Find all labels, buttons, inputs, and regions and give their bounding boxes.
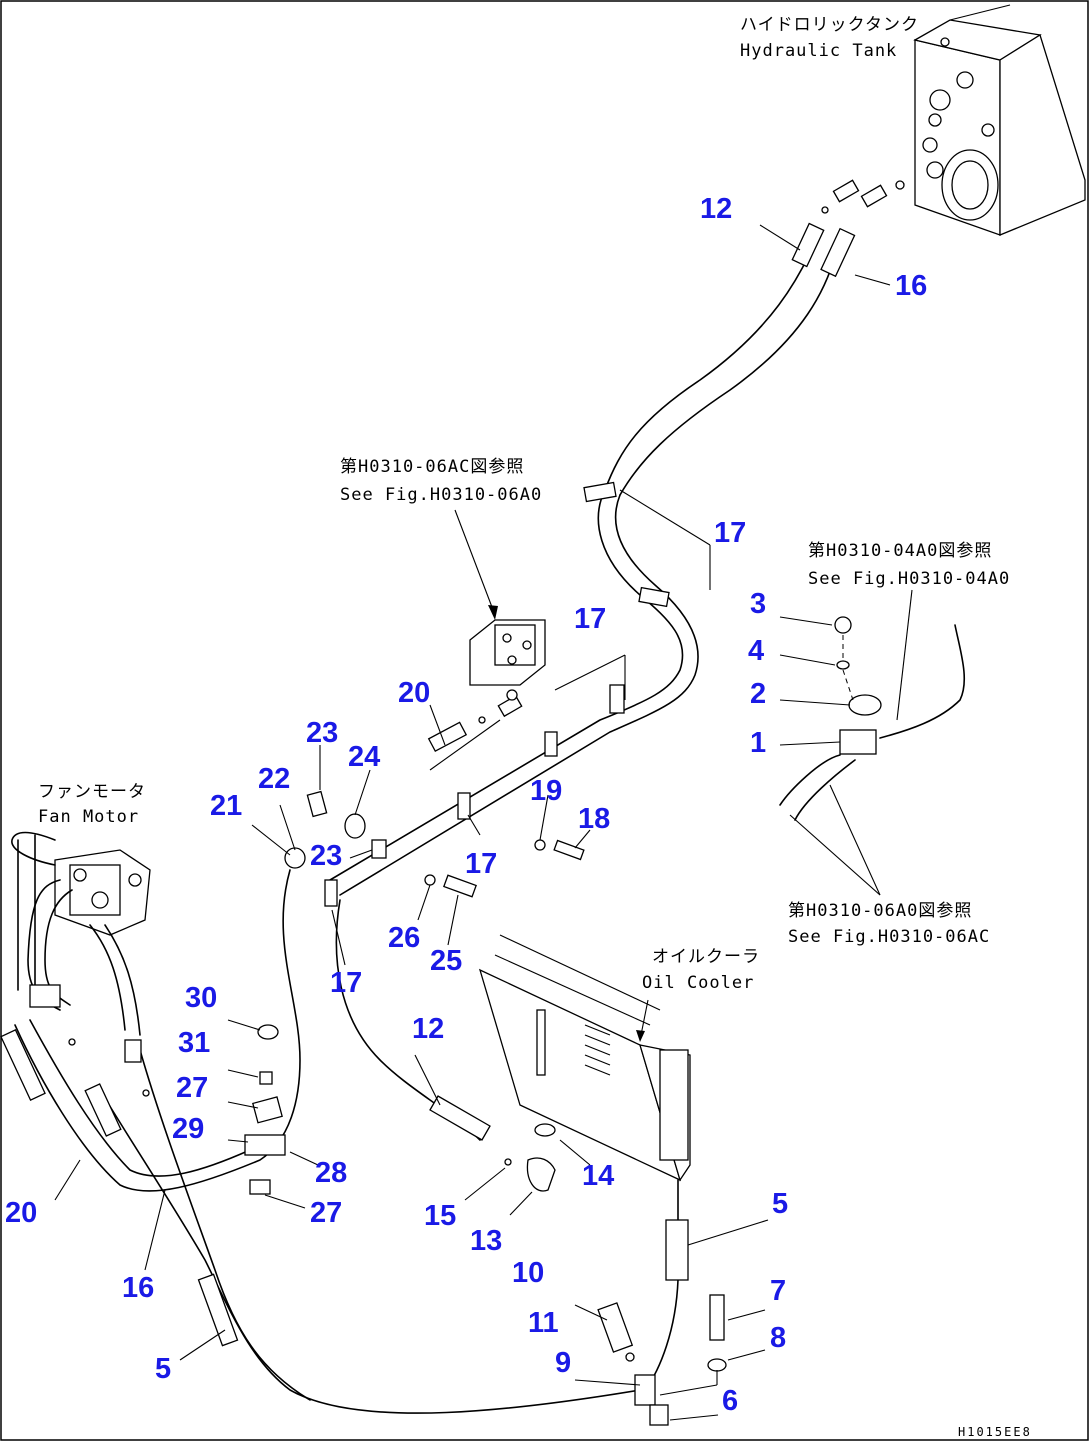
bolts-18-25 [424, 839, 585, 898]
leaders [54, 704, 591, 1361]
callout-23: 23 [310, 840, 342, 872]
fan-label-jp: ファンモータ [38, 782, 146, 802]
clamp-group-27-31 [227, 1019, 319, 1209]
leader-ref3a [789, 814, 881, 896]
callout-31: 31 [178, 1027, 210, 1059]
callout-15: 15 [424, 1200, 456, 1232]
callout-27: 27 [310, 1197, 342, 1229]
valve-block [469, 619, 546, 686]
pipe-17 [324, 481, 711, 907]
callout-26: 26 [388, 922, 420, 954]
callout-20: 20 [5, 1197, 37, 1229]
callout-23: 23 [306, 717, 338, 749]
callout-14: 14 [582, 1160, 614, 1192]
callout-9: 9 [555, 1347, 571, 1379]
callout-3: 3 [750, 588, 766, 620]
callout-6: 6 [722, 1385, 738, 1417]
clamp-13-15 [464, 1123, 591, 1216]
oil-cooler [478, 934, 691, 1182]
leader-ref1 [454, 509, 496, 616]
callout-1: 1 [750, 727, 766, 759]
ref2-en: See Fig.H0310-04A0 [808, 569, 1010, 589]
callout-21: 21 [210, 790, 242, 822]
clamp-group-1-4 [779, 616, 966, 821]
callout-7: 7 [770, 1275, 786, 1307]
hoses-12-16 [604, 222, 891, 496]
tank-label-jp: ハイドロリックタンク [740, 15, 919, 35]
ref2-jp: 第H0310-04A0図参照 [808, 541, 992, 561]
callout-5: 5 [155, 1353, 171, 1385]
callout-19: 19 [530, 775, 562, 807]
callout-17: 17 [465, 848, 497, 880]
callout-4: 4 [748, 635, 764, 667]
callout-18: 18 [578, 803, 610, 835]
callout-5: 5 [772, 1188, 788, 1220]
tank-label-en: Hydraulic Tank [740, 41, 897, 61]
callout-12: 12 [700, 193, 732, 225]
callout-25: 25 [430, 945, 462, 977]
hose-12-lower [335, 899, 491, 1141]
callout-16: 16 [122, 1272, 154, 1304]
fan-label-en: Fan Motor [38, 807, 139, 827]
callout-22: 22 [258, 763, 290, 795]
leader-ref2 [896, 589, 913, 721]
leader-ref3b [829, 784, 881, 896]
callout-13: 13 [470, 1225, 502, 1257]
cooler-label-en: Oil Cooler [642, 973, 754, 993]
callout-10: 10 [512, 1257, 544, 1289]
callout-8: 8 [770, 1322, 786, 1354]
ref1-jp: 第H0310-06AC図参照 [340, 457, 524, 477]
callout-12: 12 [412, 1013, 444, 1045]
callout-17: 17 [330, 967, 362, 999]
callout-28: 28 [315, 1157, 347, 1189]
callout-24: 24 [348, 741, 380, 773]
callout-2: 2 [750, 678, 766, 710]
ref1-en: See Fig.H0310-06A0 [340, 485, 542, 505]
cooler-label-jp: オイルクーラ [652, 947, 760, 967]
hose-5-right [574, 1179, 769, 1426]
tank-fittings [821, 179, 905, 214]
callout-20: 20 [398, 677, 430, 709]
fittings-20 [427, 689, 523, 771]
callout-27: 27 [176, 1072, 208, 1104]
drawing-code: H1015EE8 [958, 1425, 1032, 1439]
ref3-jp: 第H0310-06A0図参照 [788, 901, 972, 921]
callout-17: 17 [714, 517, 746, 549]
callout-30: 30 [185, 982, 217, 1014]
callout-17: 17 [574, 603, 606, 635]
ref3-en: See Fig.H0310-06AC [788, 927, 990, 947]
callout-11: 11 [528, 1307, 559, 1339]
callout-16: 16 [895, 270, 927, 302]
cooler-fins [584, 1024, 611, 1076]
fan-motor [11, 831, 151, 1036]
callouts: 12 16 17 3 4 2 1 17 20 23 24 22 21 23 19… [5, 193, 927, 1417]
hoses-left [0, 869, 641, 1414]
callout-29: 29 [172, 1113, 204, 1145]
hydraulic-tank [913, 4, 1086, 236]
